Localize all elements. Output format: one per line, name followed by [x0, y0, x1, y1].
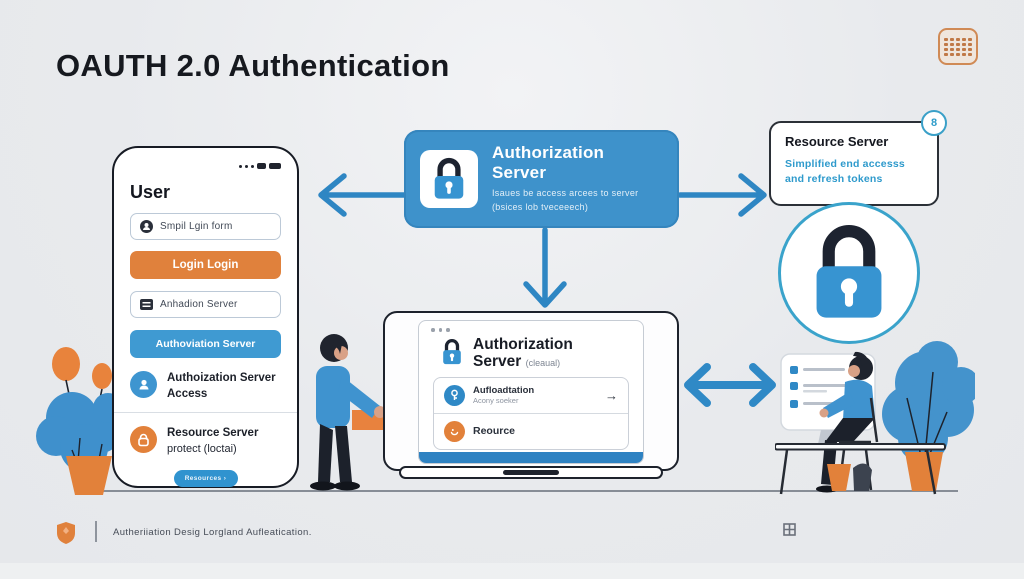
resource-server-title: Resource Server	[785, 134, 889, 149]
bottom-strip	[0, 563, 1024, 579]
laptop: Authorization Server (cleaual) Aufloadta…	[383, 311, 679, 471]
auth-server-title: Authorization Server	[492, 143, 605, 183]
login-form-input-value: Smpil Lgin form	[160, 221, 233, 232]
laptop-title-note: (cleaual)	[525, 357, 561, 368]
laptop-list-card: Aufloadtation Acony soeker → Reource	[433, 376, 629, 450]
resource-list-item[interactable]: Resource Server protect (loctai)	[130, 426, 281, 456]
laptop-auth-row-title: Aufloadtation	[473, 385, 535, 397]
access-row-title: Authoization Server	[167, 372, 276, 384]
laptop-resource-row[interactable]: Reource	[434, 414, 628, 449]
laptop-title-line2: Server	[473, 352, 522, 370]
resource-server-line2: and refresh tokens	[785, 173, 883, 186]
divider	[434, 412, 628, 414]
login-button[interactable]: Login Login	[130, 251, 281, 279]
footer-caption: Autheriiation Desig Lorgland Aufleaticat…	[113, 527, 312, 538]
auth-server-line1: Isaues be access arcees to server	[492, 188, 639, 199]
bush-pot	[905, 452, 943, 491]
server-icon	[140, 299, 153, 310]
key-icon	[444, 384, 465, 406]
signal-icon	[257, 163, 266, 169]
resource-row-title: Resource Server	[167, 427, 259, 440]
arrow-auth-to-phone	[318, 173, 407, 217]
lock-icon	[816, 225, 882, 318]
resource-server-line1: Simplified end accesss	[785, 158, 905, 170]
arrow-laptop-resource-bidirectional	[684, 363, 776, 407]
auth-server-line2: (bsices lob tveceeech)	[492, 202, 589, 212]
user-icon	[140, 220, 153, 233]
desk-top	[775, 443, 946, 451]
lock-tile	[420, 150, 478, 208]
phone-mockup: User Smpil Lgin form Login Login Anhadio…	[112, 146, 299, 488]
bag	[853, 463, 872, 491]
auth-server-input-value: Anhadion Server	[160, 299, 238, 310]
lock-icon	[443, 338, 461, 364]
page-title: OAUTH 2.0 Authentication	[56, 48, 450, 83]
bucket	[827, 464, 851, 491]
divider	[114, 412, 297, 414]
battery-icon	[269, 163, 281, 169]
phone-user-heading: User	[130, 182, 171, 202]
laptop-auth-row-subtitle: Acony soeker	[473, 396, 519, 406]
access-list-item[interactable]: Authoization Server Access	[130, 371, 281, 402]
auth-server-input[interactable]: Anhadion Server	[130, 291, 281, 318]
laptop-resource-row-title: Reource	[473, 425, 516, 438]
smiley-icon	[444, 420, 465, 442]
laptop-screen: Authorization Server (cleaual) Aufloadta…	[418, 320, 644, 464]
login-form-input[interactable]: Smpil Lgin form	[130, 213, 281, 240]
laptop-base	[399, 466, 663, 479]
authorization-server-button[interactable]: Authoviation Server	[130, 330, 281, 358]
divider	[95, 521, 97, 542]
laptop-title-line1: Authorization	[473, 335, 573, 353]
arrow-auth-to-laptop	[523, 227, 567, 308]
lock-circle	[778, 202, 920, 344]
window-dots	[431, 328, 643, 332]
resources-cta-button[interactable]: Resources ›	[173, 470, 238, 488]
laptop-auth-row[interactable]: Aufloadtation Acony soeker →	[434, 378, 628, 413]
left-plant-illustration	[36, 347, 123, 495]
grid-icon	[783, 523, 796, 536]
user-icon	[130, 371, 157, 398]
resource-server-card: Resource Server Simplified end accesss a…	[769, 121, 939, 206]
access-row-subtitle: Access	[167, 387, 208, 400]
authorization-server-box: Authorization Server Isaues be access ar…	[404, 130, 679, 228]
shield-icon	[57, 522, 75, 544]
phone-statusbar	[130, 160, 281, 172]
chevron-right-icon: →	[605, 387, 618, 403]
lock-icon	[130, 426, 157, 454]
grid-badge-icon	[938, 28, 978, 65]
resource-server-badge: 8	[921, 110, 947, 136]
arrow-auth-to-resource	[677, 173, 767, 217]
lock-icon	[434, 157, 464, 199]
desk-scene-illustration	[775, 341, 975, 495]
resource-row-subtitle: protect (loctai)	[167, 442, 237, 455]
laptop-taskbar	[419, 452, 643, 463]
